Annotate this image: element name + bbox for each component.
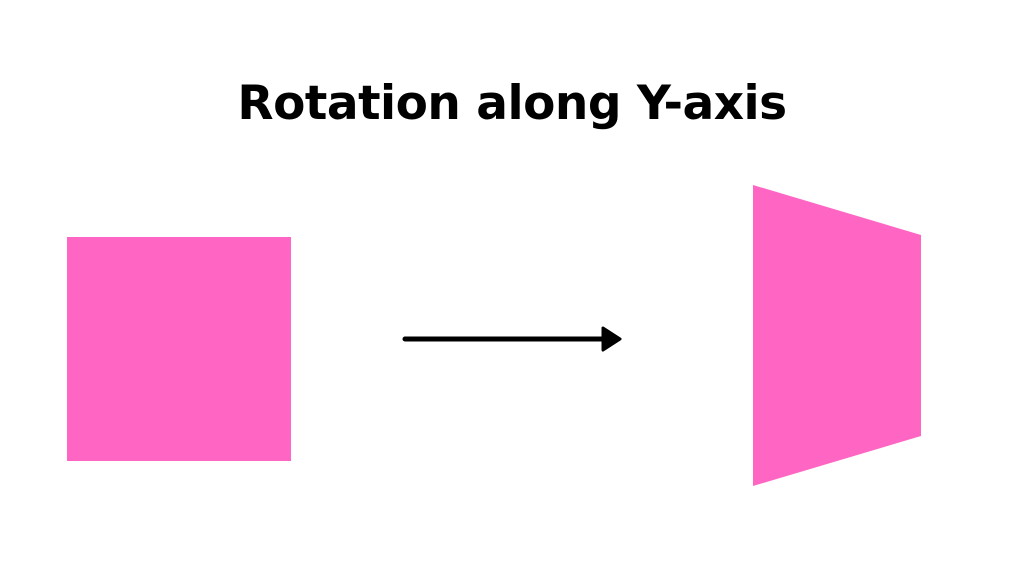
arrow-right-icon (402, 326, 622, 352)
original-square (67, 237, 291, 461)
diagram-title: Rotation along Y-axis (237, 76, 787, 131)
rotated-square-trapezoid (753, 185, 921, 486)
